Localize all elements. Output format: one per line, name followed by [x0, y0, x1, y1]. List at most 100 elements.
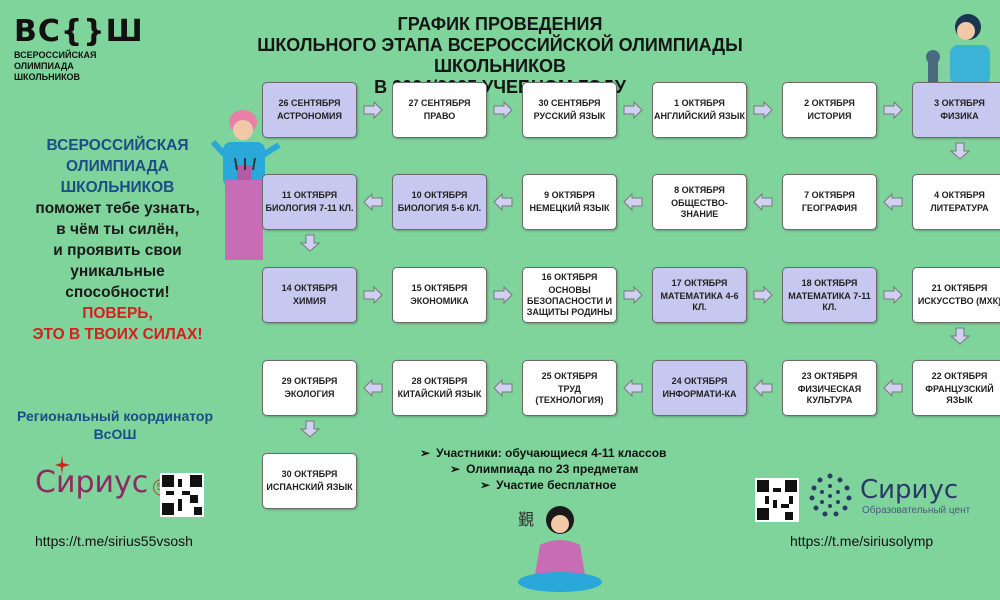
schedule-date: 11 ОКТЯБРЯ: [281, 190, 338, 200]
schedule-item: 25 ОКТЯБРЯ ТРУД (ТЕХНОЛОГИЯ): [522, 360, 617, 416]
flow-arrow-icon: [299, 234, 321, 252]
schedule-item: 26 СЕНТЯБРЯ АСТРОНОМИЯ: [262, 82, 357, 138]
schedule-date: 4 ОКТЯБРЯ: [934, 190, 985, 200]
qr-code-icon[interactable]: [755, 478, 799, 522]
schedule-date: 3 ОКТЯБРЯ: [934, 98, 985, 108]
logo-subtitle-line: ШКОЛЬНИКОВ: [14, 72, 81, 82]
star-icon: [55, 455, 70, 475]
schedule-date: 25 ОКТЯБРЯ: [541, 370, 598, 381]
info-item: Олимпиада по 23 предметам: [466, 462, 639, 476]
bullet-arrow-icon: ➢: [420, 446, 431, 460]
schedule-subject: НЕМЕЦКИЙ ЯЗЫК: [529, 203, 610, 213]
schedule-subject: ТРУД (ТЕХНОЛОГИЯ): [535, 383, 604, 405]
schedule-subject: ФИЗИЧЕСКАЯ КУЛЬТУРА: [797, 383, 862, 405]
flow-arrow-icon: [883, 379, 903, 397]
coordinator-line: Региональный координатор: [16, 408, 214, 424]
schedule-date: 24 ОКТЯБРЯ: [671, 376, 728, 386]
schedule-date: 8 ОКТЯБРЯ: [674, 184, 725, 195]
slogan: ВСЕРОССИЙСКАЯ ОЛИМПИАДА ШКОЛЬНИКОВ помож…: [10, 135, 225, 345]
sirius55-logo: Сириус 55: [35, 455, 172, 500]
flow-arrow-icon: [299, 420, 321, 438]
schedule-subject: ИСКУССТВО (МХК): [917, 296, 1000, 306]
flow-arrow-icon: [949, 327, 971, 345]
slogan-line: ВСЕРОССИЙСКАЯ: [46, 137, 189, 154]
schedule-subject: ИНФОРМАТИ-КА: [662, 389, 737, 399]
svg-text:覲: 覲: [518, 510, 534, 529]
flow-arrow-icon: [753, 379, 773, 397]
schedule-subject: ОСНОВЫ БЕЗОПАСНОСТИ И ЗАЩИТЫ РОДИНЫ: [526, 285, 613, 317]
slogan-line: способности!: [65, 284, 170, 301]
schedule-subject: АСТРОНОМИЯ: [277, 111, 342, 121]
slogan-line: ПОВЕРЬ,: [82, 305, 153, 322]
sirius-logo-subtitle: Образовательный цент: [862, 505, 971, 516]
slogan-line: ЭТО В ТВОИХ СИЛАХ!: [32, 326, 203, 343]
schedule-date: 28 ОКТЯБРЯ: [411, 376, 468, 386]
sirius55-link[interactable]: https://t.me/sirius55vsosh: [35, 533, 193, 549]
flow-arrow-icon: [753, 101, 773, 119]
schedule-date: 14 ОКТЯБРЯ: [281, 283, 338, 293]
schedule-item: 28 ОКТЯБРЯ КИТАЙСКИЙ ЯЗЫК: [392, 360, 487, 416]
meditating-girl-icon: 覲: [518, 506, 602, 592]
schedule-subject: АНГЛИЙСКИЙ ЯЗЫК: [654, 111, 745, 121]
schedule-date: 26 СЕНТЯБРЯ: [278, 98, 341, 108]
schedule-item: 8 ОКТЯБРЯ ОБЩЕСТВО-ЗНАНИЕ: [652, 174, 747, 230]
info-list: ➢ Участники: обучающиеся 4-11 классов ➢ Ол…: [420, 445, 666, 493]
slogan-line: ОЛИМПИАДА: [66, 158, 169, 175]
schedule-item: 16 ОКТЯБРЯ ОСНОВЫ БЕЗОПАСНОСТИ И ЗАЩИТЫ Р…: [522, 267, 617, 323]
flow-arrow-icon: [623, 379, 643, 397]
logo-subtitle-line: ВСЕРОССИЙСКАЯ: [14, 50, 97, 60]
schedule-subject: ИСТОРИЯ: [807, 111, 852, 121]
schedule-date: 30 ОКТЯБРЯ: [281, 469, 338, 479]
bullet-arrow-icon: ➢: [450, 462, 461, 476]
info-item: Участие бесплатное: [496, 478, 617, 492]
regional-coordinator: Региональный координатор ВсОШ: [15, 407, 215, 443]
flow-arrow-icon: [883, 101, 903, 119]
sirius-link[interactable]: https://t.me/siriusolymp: [790, 533, 934, 549]
schedule-subject: МАТЕМАТИКА 7-11 КЛ.: [788, 290, 871, 312]
schedule-subject: БИОЛОГИЯ 5-6 КЛ.: [397, 203, 482, 213]
flow-arrow-icon: [493, 193, 513, 211]
qr-code-icon[interactable]: [160, 473, 204, 517]
schedule-subject: КИТАЙСКИЙ ЯЗЫК: [397, 389, 482, 399]
schedule-item: 15 ОКТЯБРЯ ЭКОНОМИКА: [392, 267, 487, 323]
schedule-subject: ПРАВО: [423, 111, 456, 121]
bullet-arrow-icon: ➢: [480, 478, 491, 492]
schedule-item: 23 ОКТЯБРЯ ФИЗИЧЕСКАЯ КУЛЬТУРА: [782, 360, 877, 416]
schedule-subject: ЭКОНОМИКА: [410, 296, 469, 306]
schedule-subject: ФИЗИКА: [940, 111, 979, 121]
sirius-logo-text: Сириус: [860, 475, 959, 505]
schedule-date: 15 ОКТЯБРЯ: [411, 283, 468, 293]
speaker-illustration-icon: [210, 110, 281, 260]
schedule-item: 18 ОКТЯБРЯ МАТЕМАТИКА 7-11 КЛ.: [782, 267, 877, 323]
vsosh-logo-subtitle: ВСЕРОССИЙСКАЯ ОЛИМПИАДА ШКОЛЬНИКОВ: [14, 50, 124, 83]
flow-arrow-icon: [623, 101, 643, 119]
schedule-subject: МАТЕМАТИКА 4-6 КЛ.: [660, 290, 739, 312]
schedule-date: 23 ОКТЯБРЯ: [801, 370, 858, 381]
schedule-subject: ЭКОЛОГИЯ: [284, 389, 335, 399]
schedule-date: 18 ОКТЯБРЯ: [801, 277, 858, 288]
schedule-date: 16 ОКТЯБРЯ: [541, 272, 598, 282]
flow-arrow-icon: [753, 193, 773, 211]
schedule-date: 21 ОКТЯБРЯ: [931, 283, 988, 293]
sirius-dots-icon: [809, 473, 852, 517]
schedule-subject: ОБЩЕСТВО-ЗНАНИЕ: [671, 197, 728, 219]
schedule-date: 30 СЕНТЯБРЯ: [538, 98, 601, 108]
schedule-item: 24 ОКТЯБРЯ ИНФОРМАТИ-КА: [652, 360, 747, 416]
coordinator-line: ВсОШ: [93, 426, 137, 442]
flow-arrow-icon: [363, 379, 383, 397]
schedule-subject: ХИМИЯ: [293, 296, 326, 306]
flow-arrow-icon: [753, 286, 773, 304]
schedule-date: 9 ОКТЯБРЯ: [544, 190, 595, 200]
info-item: Участники: обучающиеся 4-11 классов: [436, 446, 667, 460]
title-line: ШКОЛЬНОГО ЭТАПА ВСЕРОССИЙСКОЙ ОЛИМПИАДЫ …: [257, 35, 743, 76]
slogan-line: поможет тебе узнать,: [35, 200, 200, 217]
